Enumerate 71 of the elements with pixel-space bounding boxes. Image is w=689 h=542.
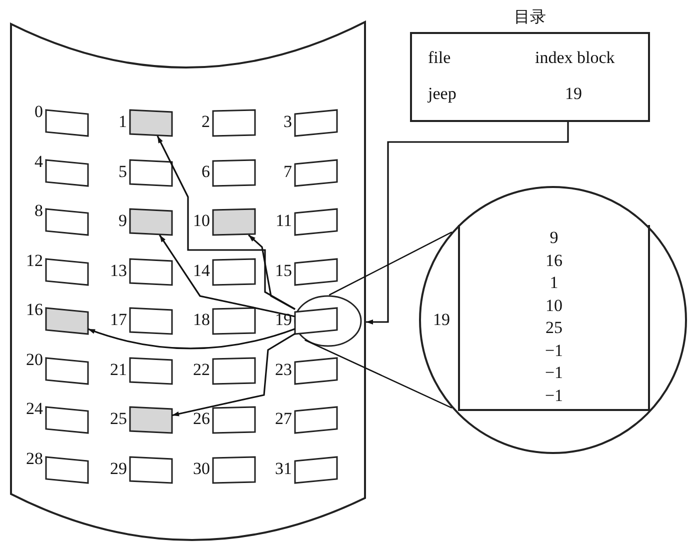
block-number: 0 xyxy=(34,102,43,122)
disk-block xyxy=(213,358,255,384)
index-entry: 1 xyxy=(550,272,558,294)
disk-surface xyxy=(10,20,366,542)
block-number: 23 xyxy=(274,360,292,380)
block-number: 13 xyxy=(109,260,127,280)
arrow xyxy=(366,122,569,324)
index-entry: 9 xyxy=(550,227,558,249)
disk-block xyxy=(213,110,255,136)
block-number: 16 xyxy=(25,300,43,320)
arrow xyxy=(248,234,296,310)
arrow xyxy=(172,333,296,416)
block-number: 25 xyxy=(109,409,127,429)
block-number: 31 xyxy=(274,458,292,478)
block-number: 14 xyxy=(192,260,210,280)
connector-line xyxy=(304,339,452,408)
index-entry: 25 xyxy=(546,317,562,339)
block-number: 28 xyxy=(25,448,43,468)
block-number: 19 xyxy=(432,310,450,330)
block-number: 11 xyxy=(274,211,292,231)
index-entry: −1 xyxy=(544,384,564,406)
block-number: 20 xyxy=(25,350,43,370)
column-header: file xyxy=(428,48,451,68)
disk-block xyxy=(213,456,255,482)
arrow xyxy=(88,328,296,350)
block-number: 2 xyxy=(200,112,210,132)
disk-block xyxy=(130,209,172,235)
block-number: 6 xyxy=(200,162,210,182)
block-number: 12 xyxy=(25,250,43,270)
block-number: 18 xyxy=(192,310,210,330)
disk-block xyxy=(213,308,255,334)
disk-block xyxy=(130,358,172,384)
directory-title: 目录 xyxy=(513,8,547,28)
index-block xyxy=(458,225,650,411)
disk-block xyxy=(130,258,172,284)
block-number: 5 xyxy=(118,162,127,182)
block-number: 24 xyxy=(25,399,43,419)
block-number: 10 xyxy=(192,211,210,231)
disk-block xyxy=(213,258,255,284)
block-number: 26 xyxy=(192,409,210,429)
table-value: jeep xyxy=(428,84,456,104)
block-number: 30 xyxy=(192,458,210,478)
disk-block xyxy=(130,407,172,433)
arrow xyxy=(156,136,296,310)
disk-block xyxy=(130,110,172,136)
block-number: 21 xyxy=(109,360,127,380)
block-number: 3 xyxy=(282,112,292,132)
column-header: index block xyxy=(535,48,615,68)
disk-block xyxy=(213,160,255,186)
arrow xyxy=(158,234,296,318)
index-entry: 10 xyxy=(546,294,562,316)
block-number: 27 xyxy=(274,409,292,429)
index-entry: 16 xyxy=(546,250,562,272)
block-number: 7 xyxy=(282,162,292,182)
block-number: 15 xyxy=(274,260,292,280)
disk-block xyxy=(130,456,172,482)
block-number: 22 xyxy=(192,360,210,380)
disk-block xyxy=(130,160,172,186)
index-entry: −1 xyxy=(544,340,564,362)
block-number: 8 xyxy=(34,201,43,221)
magnified-view-circle xyxy=(419,186,687,454)
block-number: 29 xyxy=(109,458,127,478)
block-number: 9 xyxy=(118,211,127,231)
disk-block xyxy=(213,407,255,433)
block-number: 17 xyxy=(109,310,127,330)
block-number: 4 xyxy=(34,152,43,172)
index-entry: −1 xyxy=(544,362,564,384)
disk-block xyxy=(213,209,255,235)
table-value: 19 xyxy=(565,84,582,104)
disk-block xyxy=(130,308,172,334)
block-number: 1 xyxy=(118,112,127,132)
